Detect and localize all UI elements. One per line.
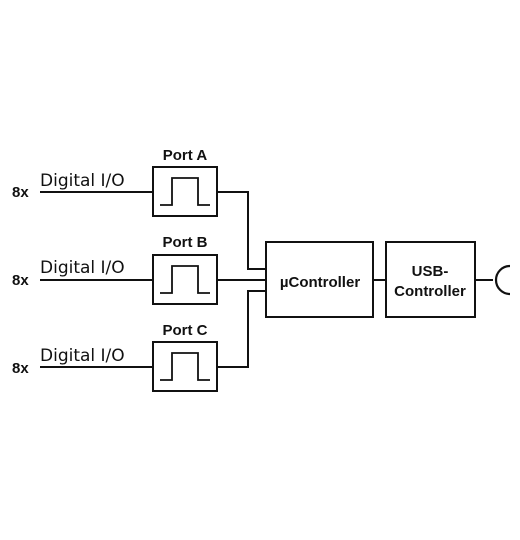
port-a-io-label: Digital I/O xyxy=(40,171,125,191)
port-b-label: Port B xyxy=(163,234,208,251)
usb-controller-box xyxy=(385,241,476,318)
port-a-label: Port A xyxy=(163,147,208,164)
port-b-io-label: Digital I/O xyxy=(40,258,125,278)
port-a-to-mcu-line xyxy=(217,191,266,270)
usb-controller-label-line2: Controller xyxy=(394,283,466,300)
port-b-multiplier: 8x xyxy=(12,272,29,289)
usb-connector-icon xyxy=(494,264,511,296)
usb-controller-label-line1: USB- xyxy=(412,263,449,280)
port-c-pulse-icon xyxy=(160,352,210,381)
microcontroller-box xyxy=(265,241,374,318)
port-a-pulse-icon xyxy=(160,177,210,206)
port-c-to-mcu-line xyxy=(217,290,266,368)
port-b-box xyxy=(152,254,218,305)
port-c-box xyxy=(152,341,218,392)
microcontroller-label: µController xyxy=(280,274,360,291)
port-a-box xyxy=(152,166,218,217)
port-b-pulse-icon xyxy=(160,265,210,294)
usb-controller-group: USB- Controller xyxy=(385,241,476,318)
port-a-group: Port A 8x Digital I/O xyxy=(12,147,266,270)
port-c-multiplier: 8x xyxy=(12,360,29,377)
port-c-label: Port C xyxy=(163,322,208,339)
microcontroller-group: µController xyxy=(265,241,374,318)
port-c-io-label: Digital I/O xyxy=(40,346,125,366)
port-b-group: Port B 8x Digital I/O xyxy=(12,234,266,305)
port-a-multiplier: 8x xyxy=(12,184,29,201)
port-c-group: Port C 8x Digital I/O xyxy=(12,290,266,392)
